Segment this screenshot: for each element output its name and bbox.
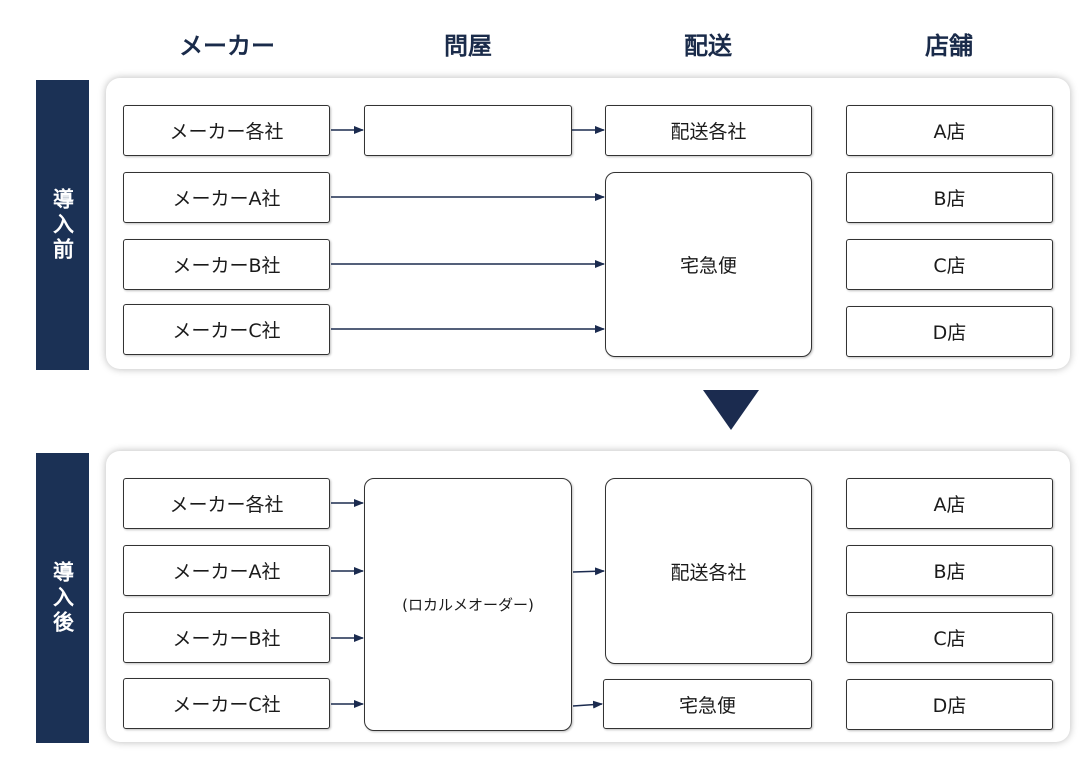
before-delivery-companies: 配送各社 <box>605 105 812 156</box>
before-store-d: D店 <box>846 306 1053 357</box>
after-maker-b: メーカーB社 <box>123 612 330 663</box>
before-maker-all: メーカー各社 <box>123 105 330 156</box>
after-tab: 導入後 <box>36 453 89 743</box>
before-store-c: C店 <box>846 239 1053 290</box>
before-tab: 導入前 <box>36 80 89 370</box>
column-header-wholesaler: 問屋 <box>444 32 492 60</box>
after-store-d: D店 <box>846 679 1053 730</box>
after-delivery-companies: 配送各社 <box>605 478 812 664</box>
before-maker-a: メーカーA社 <box>123 172 330 223</box>
before-maker-b: メーカーB社 <box>123 239 330 290</box>
before-store-b: B店 <box>846 172 1053 223</box>
column-header-store: 店舗 <box>925 32 973 60</box>
before-delivery-takkyubin: 宅急便 <box>605 172 812 357</box>
after-maker-c: メーカーC社 <box>123 678 330 729</box>
before-store-a: A店 <box>846 105 1053 156</box>
before-tab-label: 導入前 <box>50 187 75 263</box>
column-header-delivery: 配送 <box>684 32 732 60</box>
after-store-c: C店 <box>846 612 1053 663</box>
after-maker-all: メーカー各社 <box>123 478 330 529</box>
after-wholesaler: (ロカルメオーダー) <box>364 478 572 731</box>
transition-down-triangle <box>703 390 759 430</box>
before-maker-c: メーカーC社 <box>123 304 330 355</box>
after-store-b: B店 <box>846 545 1053 596</box>
after-tab-label: 導入後 <box>50 560 75 636</box>
after-delivery-takkyubin: 宅急便 <box>603 679 812 729</box>
before-wholesaler <box>364 105 572 156</box>
after-maker-a: メーカーA社 <box>123 545 330 596</box>
after-store-a: A店 <box>846 478 1053 529</box>
column-header-maker: メーカー <box>179 32 275 60</box>
